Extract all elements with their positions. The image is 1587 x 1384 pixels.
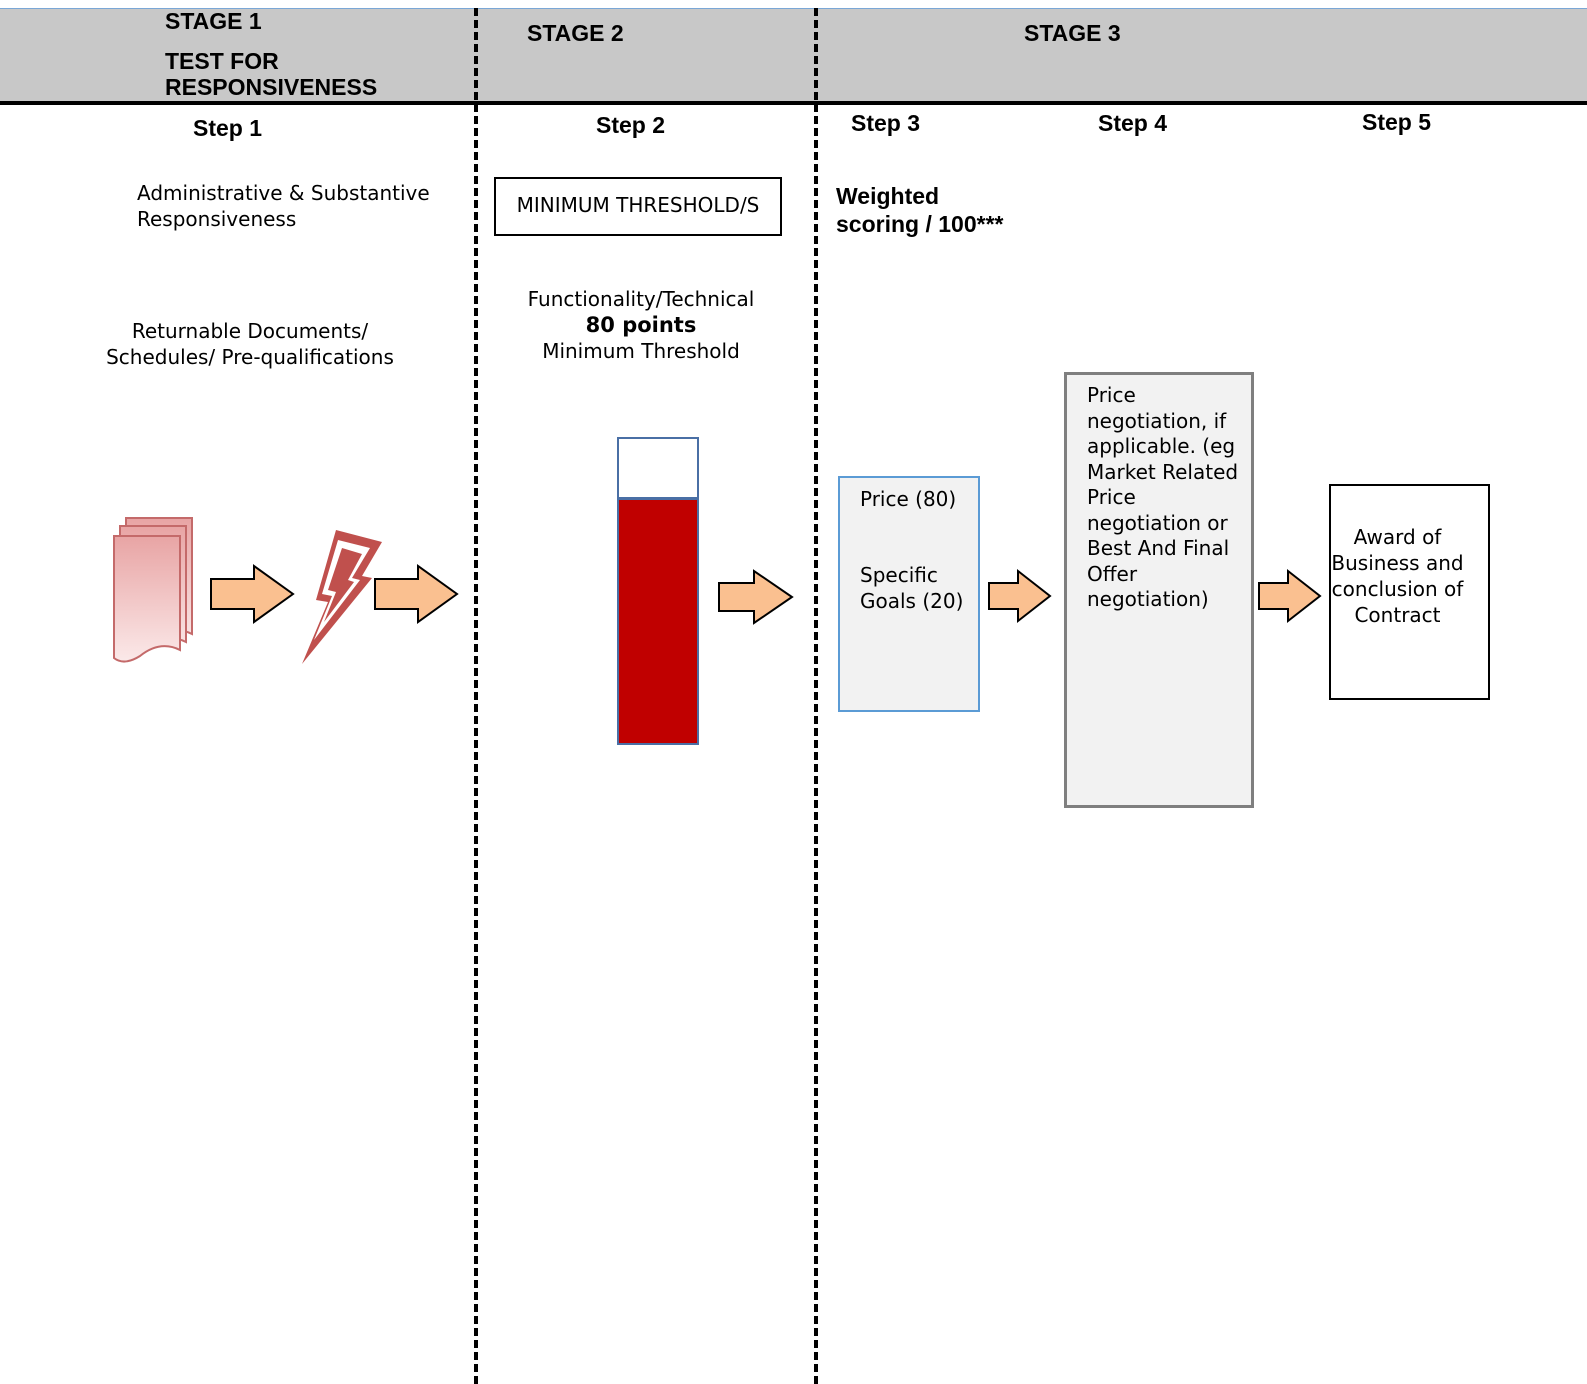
admin-responsiveness-text: Administrative & Substantive Responsiven… — [137, 180, 430, 232]
negotiation-line: negotiation or — [1087, 510, 1228, 535]
minimum-threshold-box: MINIMUM THRESHOLD/S — [494, 177, 782, 236]
specific-goals-line-2: Goals (20) — [860, 589, 964, 613]
stage-1-subtitle-line2: RESPONSIVENESS — [165, 74, 378, 100]
award-line: Contract — [1354, 603, 1441, 627]
weighted-line-2: scoring / 100*** — [836, 211, 1004, 237]
negotiation-line: applicable. (eg — [1087, 434, 1236, 458]
arrow-right-icon — [718, 569, 794, 625]
functionality-text: Functionality/Technical 80 points Minimu… — [500, 286, 782, 364]
price-negotiation-box: Price negotiation, if applicable. (eg Ma… — [1064, 372, 1254, 808]
award-line: conclusion of — [1331, 577, 1464, 601]
negotiation-line: Offer — [1087, 561, 1138, 586]
negotiation-line: negotiation) — [1087, 587, 1209, 611]
price-goals-box: Price (80) Specific Goals (20) — [838, 476, 980, 712]
negotiation-line: Best And Final — [1087, 536, 1230, 560]
returnable-documents-text: Returnable Documents/ Schedules/ Pre-qua… — [100, 318, 400, 370]
stage-header-band — [0, 8, 1587, 103]
stage-1-title: STAGE 1 — [165, 8, 262, 34]
step-4-label: Step 4 — [1098, 110, 1168, 136]
step-3-label: Step 3 — [851, 110, 921, 136]
header-divider — [0, 101, 1587, 105]
lightning-icon — [302, 530, 382, 664]
arrow-right-icon — [1258, 568, 1322, 624]
price-label: Price (80) — [860, 487, 957, 511]
arrow-right-icon — [374, 564, 459, 624]
threshold-bar-fill — [619, 496, 697, 743]
step-5-label: Step 5 — [1362, 109, 1432, 135]
arrow-right-icon — [210, 564, 295, 624]
award-line: Award of — [1353, 525, 1442, 549]
admin-line-2: Responsiveness — [137, 207, 297, 231]
arrow-right-icon — [988, 568, 1052, 624]
step-2-label: Step 2 — [596, 112, 666, 138]
weighted-line-1: Weighted — [836, 183, 940, 209]
threshold-bar — [617, 437, 699, 745]
returnable-line-1: Returnable Documents/ — [131, 319, 369, 343]
functionality-line-1: Functionality/Technical — [527, 287, 755, 311]
stage-2-title: STAGE 2 — [527, 20, 624, 46]
step-1-label: Step 1 — [193, 115, 263, 141]
functionality-line-3: Minimum Threshold — [542, 339, 740, 363]
admin-line-1: Administrative & Substantive — [137, 181, 430, 205]
specific-goals-line-1: Specific — [860, 563, 938, 587]
weighted-scoring-text: Weighted scoring / 100*** — [836, 182, 1003, 238]
stage-3-title: STAGE 3 — [1024, 20, 1121, 46]
documents-icon — [113, 517, 193, 663]
negotiation-line: Price — [1087, 383, 1136, 407]
negotiation-line: negotiation, if — [1087, 408, 1227, 433]
negotiation-line: Market Related — [1087, 459, 1239, 484]
negotiation-line: Price — [1087, 485, 1136, 509]
stage-1-subtitle-line1: TEST FOR — [165, 48, 279, 74]
stage-divider-2-3 — [814, 8, 818, 1384]
returnable-line-2: Schedules/ Pre-qualifications — [106, 345, 394, 369]
award-contract-box: Award of Business and conclusion of Cont… — [1329, 484, 1490, 700]
functionality-points: 80 points — [585, 313, 697, 337]
award-line: Business and — [1331, 551, 1464, 575]
stage-divider-1-2 — [474, 8, 478, 1384]
